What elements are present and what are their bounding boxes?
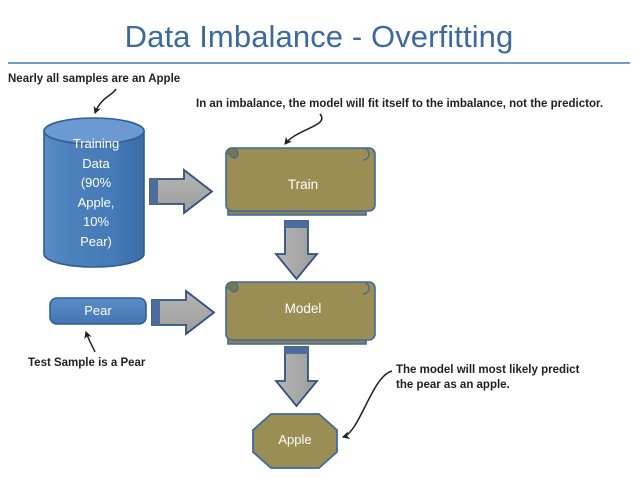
model-left-curl [225, 281, 239, 293]
train-to-model-arrow [274, 220, 319, 281]
cylinder-body [43, 130, 145, 268]
note-to-apple-curve [341, 370, 393, 439]
note-to-training-curve [93, 88, 117, 115]
pear-to-model-arrow [151, 289, 216, 336]
note-to-pear-curve [84, 330, 96, 353]
model-right-curl [362, 281, 370, 295]
node-model[interactable] [225, 281, 376, 345]
cylinder-top [43, 117, 145, 145]
node-pear[interactable] [49, 297, 147, 325]
node-apple[interactable] [252, 413, 338, 469]
train-left-curl [225, 147, 239, 159]
page-title: Data Imbalance - Overfitting [124, 19, 514, 54]
apple-octagon [252, 413, 338, 469]
annotation-test-sample: Test Sample is a Pear [28, 357, 146, 369]
node-training-data[interactable] [43, 117, 145, 268]
note-to-train-curve [284, 113, 323, 145]
train-front-panel [225, 147, 376, 212]
model-to-apple-arrow [274, 346, 319, 408]
node-train[interactable] [225, 147, 376, 216]
annotation-nearly-all-samples: Nearly all samples are an Apple [8, 73, 181, 85]
pear-box [49, 297, 147, 325]
training-to-train-arrow [149, 168, 214, 215]
model-front-panel [225, 281, 376, 341]
annotation-imbalance-note: In an imbalance, the model will fit itse… [196, 98, 604, 110]
title-divider [8, 62, 630, 64]
annotation-prediction-note: The model will most likely predict the p… [396, 364, 580, 391]
train-right-curl [362, 147, 370, 161]
